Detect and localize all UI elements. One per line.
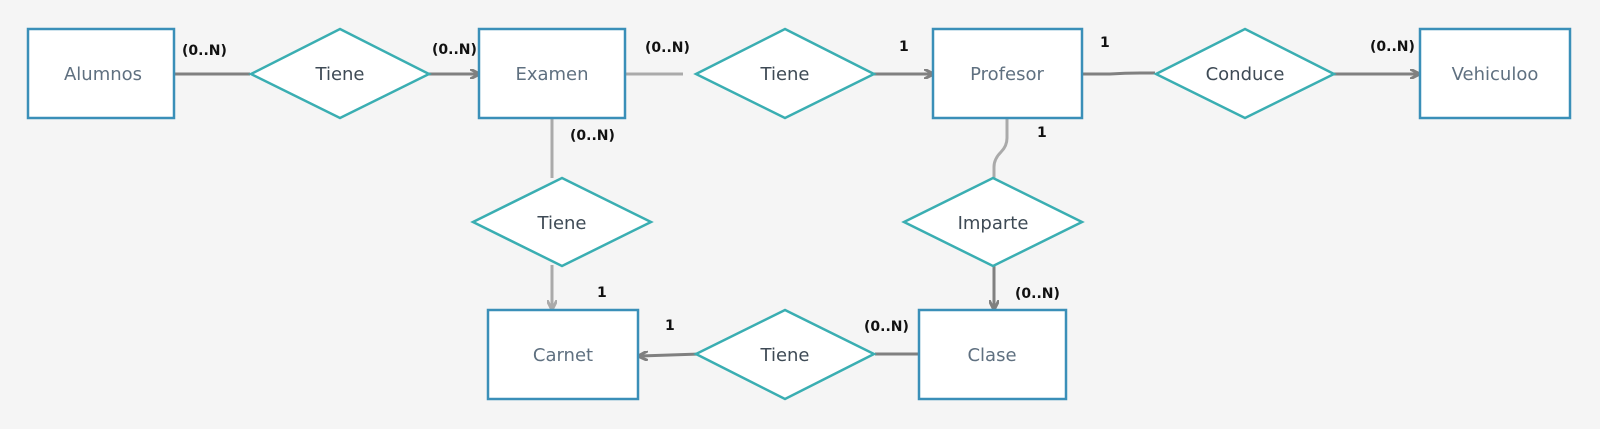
relation-examen-carnet-label: Tiene	[537, 213, 587, 234]
cardinality-examen-bottom: (0..N)	[570, 128, 615, 144]
relation-clase-carnet[interactable]: Tiene	[693, 308, 877, 401]
entity-alumnos-label: Alumnos	[64, 64, 142, 85]
entity-profesor[interactable]: Profesor	[931, 27, 1084, 120]
relation-profesor-clase-label: Imparte	[958, 213, 1029, 234]
relation-profesor-vehiculoo-label: Conduce	[1206, 64, 1285, 85]
connector-profesor-imparte	[992, 118, 1009, 178]
entity-carnet-label: Carnet	[533, 345, 593, 366]
connector-profesor-conduce	[1080, 71, 1155, 76]
cardinality-carnet-top: 1	[597, 285, 607, 301]
entity-clase-label: Clase	[967, 345, 1016, 366]
cardinality-clase-top: (0..N)	[1015, 286, 1060, 302]
relation-examen-carnet[interactable]: Tiene	[470, 176, 654, 268]
relation-profesor-clase[interactable]: Imparte	[901, 176, 1085, 268]
cardinality-alumnos-side: (0..N)	[182, 43, 227, 59]
cardinality-profesor-left: 1	[899, 39, 909, 55]
relation-profesor-vehiculoo[interactable]: Conduce	[1153, 27, 1337, 120]
entity-clase[interactable]: Clase	[917, 308, 1068, 401]
entity-carnet[interactable]: Carnet	[486, 308, 640, 401]
relation-alumnos-examen[interactable]: Tiene	[248, 27, 432, 120]
connector-tiene-carnet-horizontal	[640, 354, 701, 356]
relation-clase-carnet-label: Tiene	[760, 345, 810, 366]
relation-examen-profesor-label: Tiene	[760, 64, 810, 85]
cardinality-examen-right: (0..N)	[645, 40, 690, 56]
entity-vehiculoo[interactable]: Vehiculoo	[1418, 27, 1572, 120]
relation-alumnos-examen-label: Tiene	[315, 64, 365, 85]
relation-examen-profesor[interactable]: Tiene	[693, 27, 877, 120]
entity-alumnos[interactable]: Alumnos	[26, 27, 176, 120]
entity-examen[interactable]: Examen	[477, 27, 627, 120]
cardinality-vehiculoo-side: (0..N)	[1370, 39, 1415, 55]
entity-profesor-label: Profesor	[970, 64, 1044, 85]
cardinality-profesor-bottom: 1	[1037, 125, 1047, 141]
cardinality-carnet-right: 1	[665, 318, 675, 334]
cardinality-examen-left: (0..N)	[432, 42, 477, 58]
entity-vehiculoo-label: Vehiculoo	[1452, 64, 1539, 85]
entity-examen-label: Examen	[515, 64, 588, 85]
cardinality-clase-left: (0..N)	[864, 319, 909, 335]
cardinality-profesor-right: 1	[1100, 35, 1110, 51]
